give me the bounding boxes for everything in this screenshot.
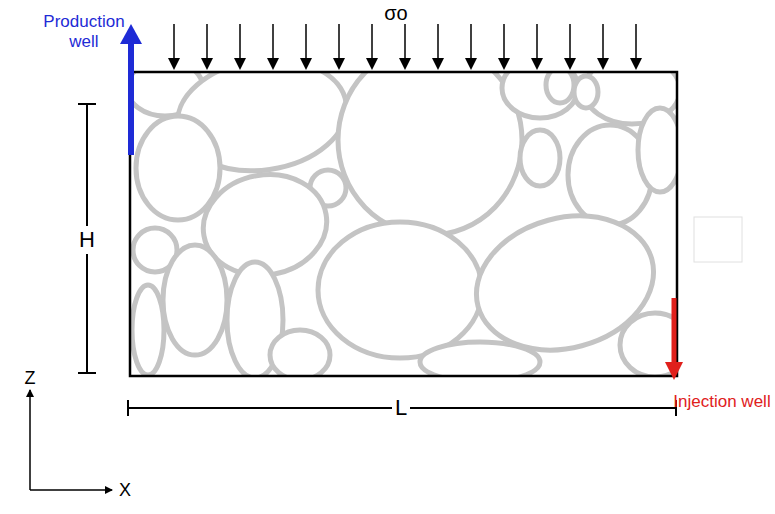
load-arrow [173,24,175,60]
load-arrow [470,24,472,60]
load-arrows [168,24,642,70]
load-arrow [602,24,604,60]
load-arrow [206,24,208,60]
load-arrowhead [564,58,576,70]
load-arrow [272,24,274,60]
load-arrow [437,24,439,60]
load-arrowhead [432,58,444,70]
load-arrowhead [333,58,345,70]
reservoir-box [130,72,677,376]
production-arrow [128,42,134,155]
dimension-tick [127,400,129,416]
load-arrowhead [465,58,477,70]
load-arrow [569,24,571,60]
load-arrow [536,24,538,60]
load-arrow [503,24,505,60]
dimension-tick [78,103,96,105]
load-arrowhead [234,58,246,70]
load-arrowhead [300,58,312,70]
load-label: σo [384,2,407,25]
load-arrowhead [168,58,180,70]
load-arrowhead [597,58,609,70]
dimension-label: L [392,394,410,421]
axis-label: X [119,480,131,501]
load-arrowhead [498,58,510,70]
load-arrow [371,24,373,60]
injection-arrow [672,298,677,364]
load-arrow [404,24,406,60]
blank-square [694,217,742,262]
x-axis [30,489,112,491]
dimension-tick [78,372,96,374]
load-arrowhead [531,58,543,70]
load-arrowhead [630,58,642,70]
grains [131,73,676,375]
injection-arrowhead [665,362,683,380]
load-arrowhead [267,58,279,70]
load-arrow [305,24,307,60]
dimension-label: H [76,226,98,253]
load-arrow [239,24,241,60]
axis-label: Z [25,368,36,389]
load-arrow [338,24,340,60]
well-label: Production well [29,12,139,51]
load-arrowhead [366,58,378,70]
z-axis [29,390,31,490]
load-arrowhead [399,58,411,70]
well-label: Injection well [672,392,772,412]
load-arrow [635,24,637,60]
load-arrowhead [201,58,213,70]
